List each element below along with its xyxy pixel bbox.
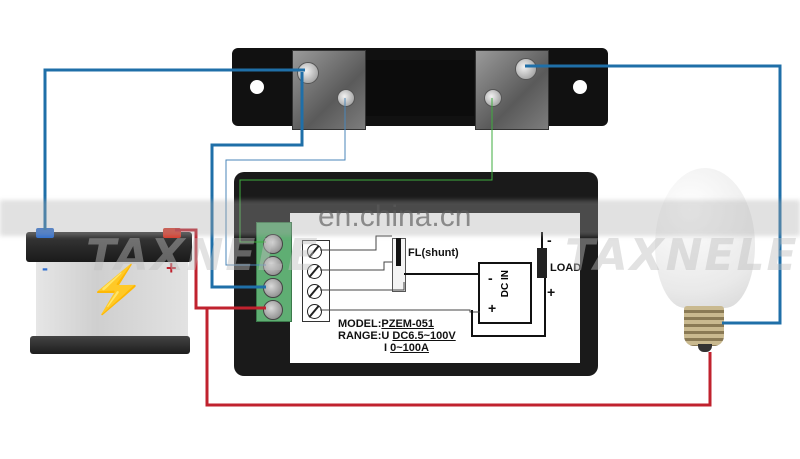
lightning-bolt-icon: ⚡ xyxy=(88,263,146,315)
shunt-mount-hole-right xyxy=(573,80,587,94)
face-shunt-element xyxy=(396,238,401,266)
shunt-label: FL(shunt) xyxy=(408,247,459,259)
range-voltage-value: DC6.5~100V xyxy=(392,330,456,342)
bulb-screw-base xyxy=(684,306,724,346)
face-wire-2 xyxy=(320,261,392,271)
face-screw-2 xyxy=(307,264,322,279)
dc-in-box xyxy=(478,262,532,324)
range-current-key: I xyxy=(384,342,388,354)
meter-terminal-screw-1 xyxy=(263,234,283,254)
face-screw-3 xyxy=(307,284,322,299)
watermark-brand-right: TAXNELE xyxy=(565,230,799,281)
shunt-bolt-right-small xyxy=(484,89,502,107)
face-wire-1 xyxy=(320,235,392,251)
model-key: MODEL: xyxy=(338,318,382,330)
shunt-bolt-right-large xyxy=(515,58,537,80)
range-voltage-line: RANGE:U DC6.5~100V xyxy=(338,330,456,342)
face-wire-dcin-pos-load xyxy=(471,278,546,337)
face-terminal-frame xyxy=(302,240,330,322)
wire-shunt-sense-to-meter-t2 xyxy=(225,98,346,266)
battery-body xyxy=(36,250,188,338)
dc-in-neg-label: - xyxy=(488,270,493,286)
wire-battery-pos-to-bulb xyxy=(205,308,712,407)
battery-negative-sign: - xyxy=(42,258,48,278)
watermark-band xyxy=(0,200,800,236)
face-wire-4 xyxy=(320,309,480,313)
battery-positive-sign: + xyxy=(166,258,177,278)
wire-battery-neg-to-shunt xyxy=(43,68,305,230)
load-neg-label: - xyxy=(547,232,552,248)
dc-in-pos-label: + xyxy=(488,300,497,316)
meter-terminal-screw-4 xyxy=(263,300,283,320)
meter-terminal-screw-2 xyxy=(263,256,283,276)
model-value: PZEM-051 xyxy=(381,318,434,330)
load-resistor-symbol xyxy=(537,248,547,278)
range-current-value: 0~100A xyxy=(390,342,429,354)
load-pos-label: + xyxy=(547,284,556,300)
face-wire-3 xyxy=(320,282,405,291)
bulb-contact-tip xyxy=(698,344,712,352)
face-screw-1 xyxy=(307,244,322,259)
watermark-brand-left: TAXNELE xyxy=(86,230,320,281)
wire-battery-pos-to-meter-t4 xyxy=(175,228,266,310)
range-current-line: I 0~100A xyxy=(384,342,429,354)
battery-negative-post xyxy=(36,228,54,238)
wire-shunt-sense-green xyxy=(239,98,493,243)
shunt-mount-hole-left xyxy=(250,80,264,94)
shunt-bolt-left-small xyxy=(337,89,355,107)
face-screw-4 xyxy=(307,304,322,319)
led-bulb-glass xyxy=(655,168,755,308)
wire-shunt-to-bulb xyxy=(525,64,782,325)
model-line: MODEL:PZEM-051 xyxy=(338,318,434,330)
range-key: RANGE:U xyxy=(338,330,390,342)
shunt-resistor-strip xyxy=(366,60,474,116)
load-label: LOAD xyxy=(550,262,582,274)
wire-shunt-to-meter-t3 xyxy=(210,72,304,289)
watermark-site: en.china.cn xyxy=(318,200,472,233)
battery-base xyxy=(30,336,190,354)
battery-positive-post xyxy=(163,228,181,238)
